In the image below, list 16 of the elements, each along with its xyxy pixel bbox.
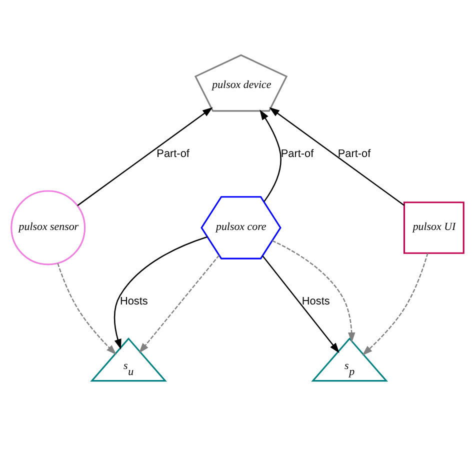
arrow: [272, 240, 356, 343]
arrow: [77, 107, 213, 206]
edge-label: Part-of: [280, 148, 314, 160]
arrow: [260, 110, 282, 202]
edge-label: Part-of: [156, 148, 190, 160]
node-box: pulsox UI: [403, 202, 464, 254]
edge-label: Hosts: [302, 295, 330, 308]
arrow: [362, 252, 428, 356]
arrow: [269, 107, 405, 206]
edge-label: Part-of: [338, 148, 371, 160]
arrow: [57, 263, 116, 355]
node-circle: pulsox sensor: [10, 190, 86, 266]
arrow: [114, 236, 208, 350]
arrow: [138, 254, 220, 354]
edge-label: Hosts: [120, 295, 148, 308]
arrow: [262, 256, 340, 354]
